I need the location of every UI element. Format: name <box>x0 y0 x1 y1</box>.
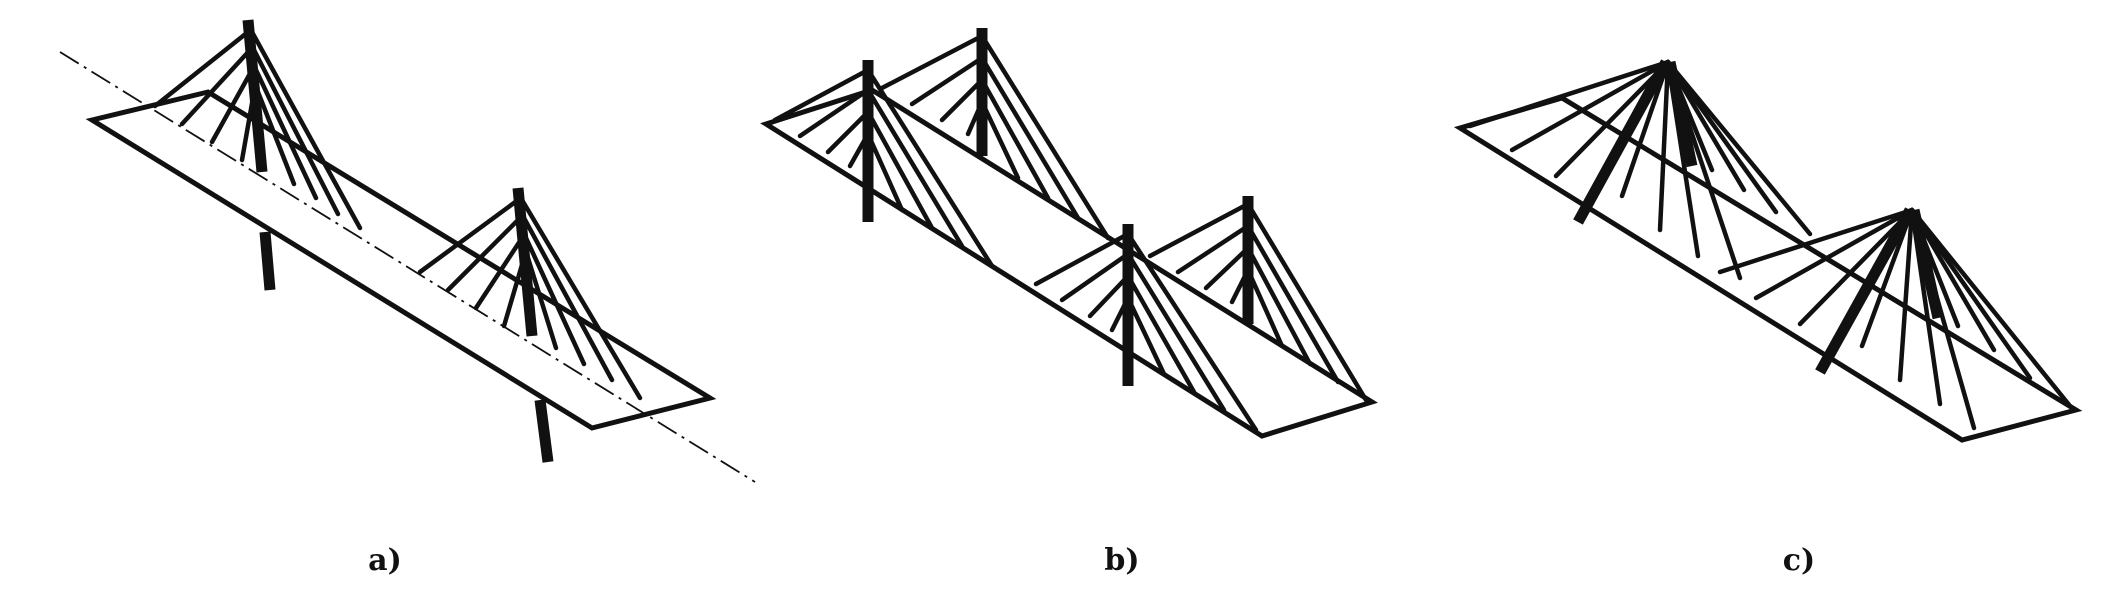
bridge-c-cables-1 <box>1467 59 1813 281</box>
bridge-b <box>760 28 1378 439</box>
bridge-a <box>59 19 756 483</box>
bridge-c-pylon-1-leg-near <box>1573 59 1671 225</box>
bridge-b-cables-2 <box>1033 201 1369 433</box>
bridge-c-cables-2 <box>1717 207 2073 431</box>
bridge-c-deck <box>1453 95 2083 443</box>
bridge-b-cables-1 <box>772 33 1111 269</box>
bridge-a-cables-1 <box>152 29 363 231</box>
bridge-b-deck <box>760 87 1378 439</box>
bridge-a-cables-2 <box>417 197 643 401</box>
bridge-a-pylon-1-pier <box>259 231 276 291</box>
bridge-c-pylon-2-leg-near <box>1815 207 1915 375</box>
bridge-a-axis-line <box>59 51 756 483</box>
panel-c-label: c) <box>1782 543 1816 578</box>
bridge-a-pylon-2-pier <box>534 399 554 463</box>
panel-b-label: b) <box>1104 543 1140 578</box>
bridge-a-deck <box>85 89 717 431</box>
bridge-c <box>1453 59 2083 443</box>
panel-a-label: a) <box>368 543 402 578</box>
